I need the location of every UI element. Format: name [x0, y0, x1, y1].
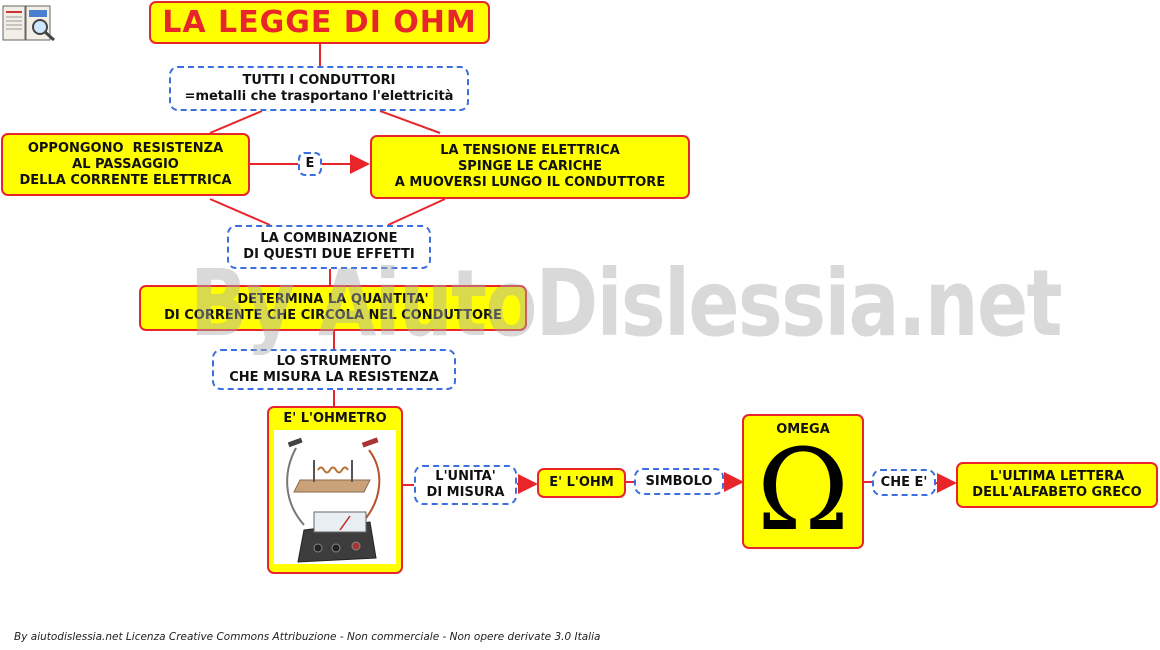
node-simbolo-label: SIMBOLO	[645, 473, 713, 489]
license-footer: By aiutodislessia.net Licenza Creative C…	[14, 631, 601, 643]
node-strumento-line1: LO STRUMENTO	[276, 353, 392, 369]
node-combinazione-line2: DI QUESTI DUE EFFETTI	[243, 247, 415, 262]
node-che-e-label: CHE E'	[880, 474, 928, 490]
node-conduttori: TUTTI I CONDUTTORI =metalli che trasport…	[169, 66, 469, 111]
page-title-box: LA LEGGE DI OHM	[149, 1, 490, 44]
node-omega-label: OMEGA	[776, 422, 830, 437]
page-title: LA LEGGE DI OHM	[162, 4, 477, 40]
node-unita-line2: DI MISURA	[426, 485, 505, 500]
node-tensione-line2: SPINGE LE CARICHE	[457, 159, 603, 174]
line-conduttori-resistenza	[209, 110, 263, 134]
node-resistenza-line2: AL PASSAGGIO	[72, 156, 179, 172]
node-ultima-lettera: L'ULTIMA LETTERA DELL'ALFABETO GRECO	[956, 462, 1158, 508]
node-resistenza-line1: OPPONGONO RESISTENZA	[27, 140, 224, 156]
node-quantita-line2: DI CORRENTE CHE CIRCOLA NEL CONDUTTORE	[164, 308, 502, 323]
line-resistenza-combinazione	[209, 198, 271, 226]
node-conduttori-line1: TUTTI I CONDUTTORI	[242, 72, 396, 88]
node-quantita: DETERMINA LA QUANTITA' DI CORRENTE CHE C…	[139, 285, 527, 331]
node-ohmetro-label: E' L'OHMETRO	[283, 411, 387, 426]
book-magnifier-icon	[2, 2, 58, 44]
node-resistenza-line3: DELLA CORRENTE ELETTRICA	[19, 172, 232, 188]
node-tensione-line3: A MUOVERSI LUNGO IL CONDUTTORE	[394, 175, 666, 190]
node-conduttori-line2: =metalli che trasportano l'elettricità	[184, 88, 454, 104]
node-simbolo: SIMBOLO	[634, 468, 724, 495]
node-ohmetro: E' L'OHMETRO	[267, 406, 403, 574]
link-e-label: E	[305, 156, 315, 171]
node-ohm: E' L'OHM	[537, 468, 626, 498]
omega-symbol: Ω	[756, 426, 850, 556]
node-combinazione-line1: LA COMBINAZIONE	[260, 231, 398, 246]
node-combinazione: LA COMBINAZIONE DI QUESTI DUE EFFETTI	[227, 225, 431, 269]
node-unita: L'UNITA' DI MISURA	[414, 465, 517, 505]
node-tensione: LA TENSIONE ELETTRICA SPINGE LE CARICHE …	[370, 135, 690, 199]
node-ohm-label: E' L'OHM	[549, 475, 614, 490]
node-omega: OMEGA Ω	[742, 414, 864, 549]
node-ultima-line2: DELL'ALFABETO GRECO	[972, 485, 1142, 500]
node-strumento: LO STRUMENTO CHE MISURA LA RESISTENZA	[212, 349, 456, 390]
ohmmeter-picture	[274, 430, 396, 564]
node-che-e: CHE E'	[872, 469, 936, 496]
node-ultima-line1: L'ULTIMA LETTERA	[989, 469, 1125, 484]
link-e: E	[298, 152, 322, 176]
node-unita-line1: L'UNITA'	[435, 469, 496, 484]
node-tensione-line1: LA TENSIONE ELETTRICA	[440, 143, 620, 158]
node-quantita-line1: DETERMINA LA QUANTITA'	[237, 292, 429, 307]
line-tensione-combinazione	[387, 198, 446, 226]
line-conduttori-tensione	[379, 110, 441, 134]
node-resistenza: OPPONGONO RESISTENZA AL PASSAGGIO DELLA …	[1, 133, 250, 196]
node-strumento-line2: CHE MISURA LA RESISTENZA	[229, 369, 439, 385]
